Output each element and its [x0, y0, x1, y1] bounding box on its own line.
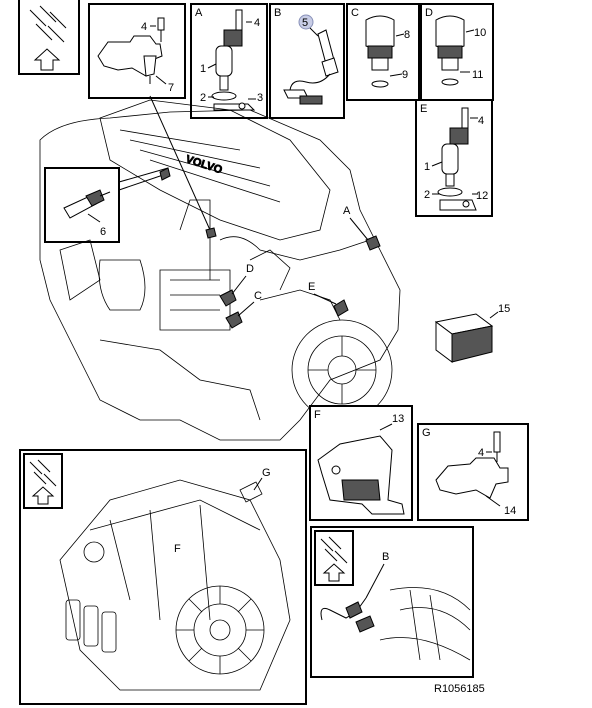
detail-box-a: A 4 1 2 3 [190, 3, 268, 119]
box-letter-a: A [195, 7, 203, 19]
part-number-9: 9 [402, 69, 408, 81]
part-number-4: 4 [141, 21, 147, 33]
detail-box-sensor-4-7: 4 7 [88, 3, 186, 99]
leader-lines [118, 95, 211, 231]
detail-box-f: F 13 [309, 405, 413, 521]
part-number-1-e: 1 [424, 161, 430, 173]
box-letter-d: D [425, 7, 433, 19]
box-letter-b: B [274, 7, 281, 19]
part-number-4-e: 4 [478, 115, 484, 127]
figure-reference: R1056185 [434, 683, 485, 695]
part-number-4-a: 4 [254, 17, 260, 29]
detail-box-b: B 5 [269, 3, 345, 119]
detail-box-e: E 4 1 2 12 [415, 99, 493, 217]
orientation-thumbnail-top [18, 0, 80, 75]
part-number-6: 6 [100, 226, 106, 238]
lower-letter-f: F [174, 543, 181, 555]
part-number-15: 15 [498, 303, 510, 315]
up-arrow-icon [33, 48, 61, 71]
part-number-2-e: 2 [424, 189, 430, 201]
part-number-5: 5 [302, 17, 308, 29]
part-number-13: 13 [392, 413, 404, 425]
detail-box-d: D 10 11 [420, 3, 494, 101]
highlight-circle [298, 14, 314, 30]
engine-illustration: VOLVO [39, 99, 401, 441]
engine-callouts: A D E C [231, 205, 369, 317]
box-letter-g: G [422, 427, 431, 439]
box-letter-e: E [420, 103, 427, 115]
box-letter-f: F [314, 409, 321, 421]
lower-engine-view: G F [19, 449, 307, 705]
lower-letter-g: G [262, 467, 271, 479]
lower-detail-b: B [310, 526, 474, 678]
detail-box-g: G 4 14 [417, 423, 529, 521]
part-number-11: 11 [472, 69, 483, 81]
detail-box-c: C 8 9 [346, 3, 420, 101]
part-number-4-g: 4 [478, 447, 484, 459]
part-number-2-a: 2 [200, 92, 206, 104]
up-arrow-icon-lower [31, 486, 55, 505]
engine-letter-a: A [343, 205, 351, 217]
up-arrow-icon-b [322, 563, 346, 582]
part-number-3: 3 [257, 92, 263, 104]
engine-letter-c: C [254, 290, 262, 302]
box-letter-c: C [351, 7, 359, 19]
part-number-14: 14 [504, 505, 516, 517]
part-number-1-a: 1 [200, 63, 206, 75]
part-15-kit: 15 [434, 303, 510, 363]
part-number-7: 7 [168, 82, 174, 94]
part-number-10: 10 [474, 27, 486, 39]
engine-letter-d: D [246, 263, 254, 275]
part-number-8: 8 [404, 29, 410, 41]
part-number-12: 12 [476, 190, 488, 202]
engine-letter-e: E [308, 281, 315, 293]
detail-box-sensor-6: 6 [44, 167, 120, 243]
lower-letter-b: B [382, 551, 389, 563]
